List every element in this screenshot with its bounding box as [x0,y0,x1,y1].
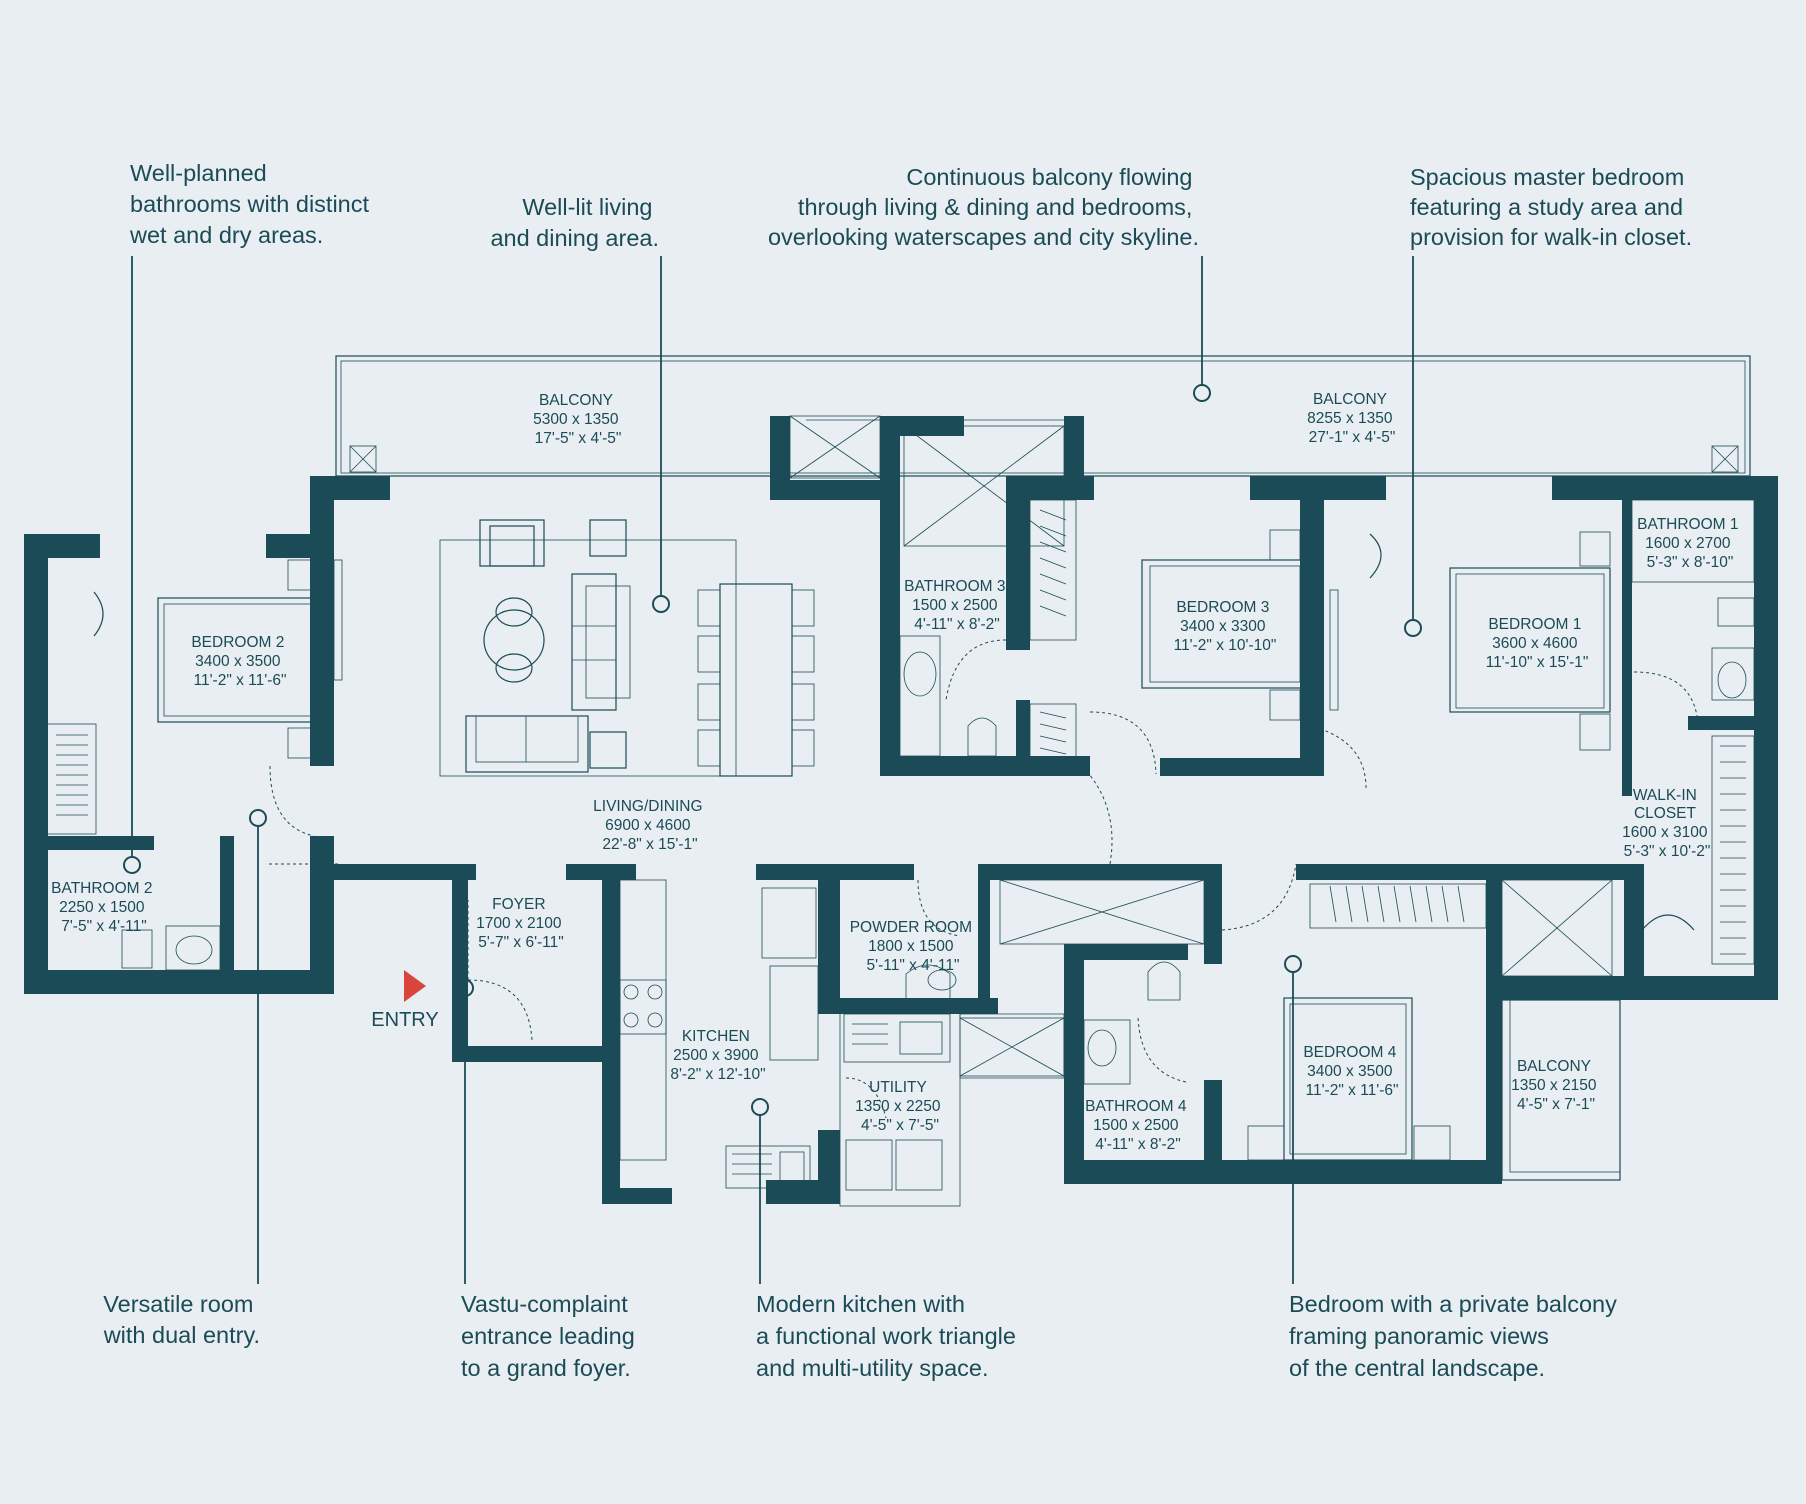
room-powder: POWDER ROOM 1800 x 1500 5'-11" x 4'-11" [850,919,977,974]
callout-living: Well-lit living and dining area. [490,194,659,251]
room-walkin-closet: WALK-IN CLOSET 1600 x 3100 5'-3" x 10'-2… [1622,787,1712,860]
room-bedroom-4: BEDROOM 4 3400 x 3500 11'-2" x 11'-6" [1303,1044,1400,1099]
room-utility: UTILITY 1350 x 2250 4'-5" x 7'-5" [855,1079,945,1134]
room-bathroom-2: BATHROOM 2 2250 x 1500 7'-5" x 4'-11" [51,880,157,935]
callout-balcony: Continuous balcony flowing through livin… [768,164,1199,250]
pin-kitchen [751,1098,769,1116]
room-balcony-small: BALCONY 1350 x 2150 4'-5" x 7'-1" [1511,1058,1601,1113]
pin-balcony [1193,384,1211,402]
room-foyer: FOYER 1700 x 2100 5'-7" x 6'-11" [476,896,566,951]
room-bedroom-3: BEDROOM 3 3400 x 3300 11'-2" x 10'-10" [1174,599,1277,654]
room-balcony-right: BALCONY 8255 x 1350 27'-1" x 4'-5" [1307,391,1397,446]
room-balcony-left: BALCONY 5300 x 1350 17'-5" x 4'-5" [533,392,623,447]
pin-master [1404,619,1422,637]
callout-entrance: Vastu-complaint entrance leading to a gr… [461,1291,641,1381]
room-bedroom-1: BEDROOM 1 3600 x 4600 11'-10" x 15'-1" [1486,616,1589,671]
room-kitchen: KITCHEN 2500 x 3900 8'-2" x 12'-10" [670,1028,765,1083]
furniture [25,415,1755,1207]
pin-versatile [249,809,267,827]
pin-entrance [456,979,474,997]
callout-versatile: Versatile room with dual entry. [103,1291,260,1348]
room-living-dining: LIVING/DINING 6900 x 4600 22'-8" x 15'-1… [593,798,707,853]
entry-arrow-icon [404,970,426,1002]
pin-living [652,595,670,613]
room-bathroom-1: BATHROOM 1 1600 x 2700 5'-3" x 8'-10" [1637,516,1743,571]
entry-label: ENTRY [371,1009,438,1031]
leader-lines [123,256,1422,1284]
room-bathroom-3: BATHROOM 3 1500 x 2500 4'-11" x 8'-2" [904,578,1010,633]
pin-bathrooms [123,856,141,874]
room-bathroom-4: BATHROOM 4 1500 x 2500 4'-11" x 8'-2" [1085,1098,1191,1153]
room-bedroom-2: BEDROOM 2 3400 x 3500 11'-2" x 11'-6" [191,634,288,689]
callout-master: Spacious master bedroom featuring a stud… [1410,164,1692,250]
callout-bathrooms: Well-planned bathrooms with distinct wet… [129,160,376,248]
callout-kitchen: Modern kitchen with a functional work tr… [756,1291,1022,1381]
pin-bedroom4 [1284,955,1302,973]
walls [24,416,1778,1204]
callout-bedroom4: Bedroom with a private balcony framing p… [1289,1291,1623,1381]
